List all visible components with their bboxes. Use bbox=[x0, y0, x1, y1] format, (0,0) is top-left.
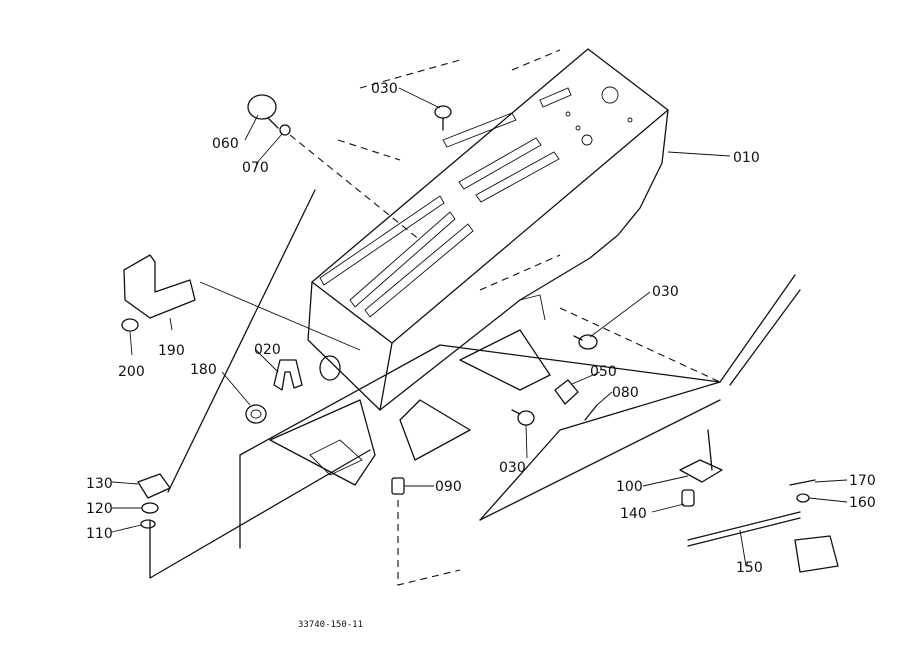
washer-070 bbox=[279, 124, 421, 241]
bracket-100 bbox=[679, 429, 723, 483]
label-100: 100 bbox=[616, 479, 643, 495]
label-080: 080 bbox=[612, 385, 639, 401]
label-030-right: 030 bbox=[652, 284, 679, 300]
label-130: 130 bbox=[86, 476, 113, 492]
knob-060 bbox=[247, 94, 279, 129]
drawing-reference: 33740-150-11 bbox=[298, 620, 363, 630]
rod-150 bbox=[687, 511, 801, 547]
base-frame bbox=[149, 189, 801, 586]
screw-200 bbox=[121, 318, 139, 332]
label-110: 110 bbox=[86, 526, 113, 542]
knob-130 bbox=[137, 473, 171, 499]
bushing-090 bbox=[391, 477, 405, 495]
bolt-030-bottom bbox=[511, 409, 535, 426]
bolt-030-right bbox=[573, 334, 598, 350]
clamp-020 bbox=[273, 355, 341, 391]
label-070: 070 bbox=[242, 160, 269, 176]
label-150: 150 bbox=[736, 560, 763, 576]
label-030-bottom: 030 bbox=[499, 460, 526, 476]
label-010: 010 bbox=[733, 150, 760, 166]
joint-140 bbox=[681, 489, 695, 507]
bolt-030-top bbox=[434, 105, 452, 131]
label-180: 180 bbox=[190, 362, 217, 378]
washer-120 bbox=[141, 502, 159, 514]
label-060: 060 bbox=[212, 136, 239, 152]
wing-nut-050 bbox=[554, 379, 579, 405]
grommet-180 bbox=[245, 404, 267, 424]
label-020: 020 bbox=[254, 342, 281, 358]
label-200: 200 bbox=[118, 364, 145, 380]
pin-170 bbox=[789, 479, 816, 486]
console-housing bbox=[307, 48, 669, 411]
washer-110 bbox=[140, 519, 156, 529]
label-190: 190 bbox=[158, 343, 185, 359]
label-120: 120 bbox=[86, 501, 113, 517]
leader-lines bbox=[111, 87, 848, 567]
lever-assembly bbox=[794, 535, 839, 573]
part-labels: 010 020 030 030 030 050 060 070 080 090 … bbox=[86, 81, 876, 576]
label-140: 140 bbox=[620, 506, 647, 522]
label-160: 160 bbox=[849, 495, 876, 511]
label-030-top: 030 bbox=[371, 81, 398, 97]
bracket-190 bbox=[123, 254, 196, 319]
washer-160 bbox=[796, 493, 810, 503]
label-090: 090 bbox=[435, 479, 462, 495]
label-050: 050 bbox=[590, 364, 617, 380]
pin-080 bbox=[584, 404, 598, 421]
label-170: 170 bbox=[849, 473, 876, 489]
